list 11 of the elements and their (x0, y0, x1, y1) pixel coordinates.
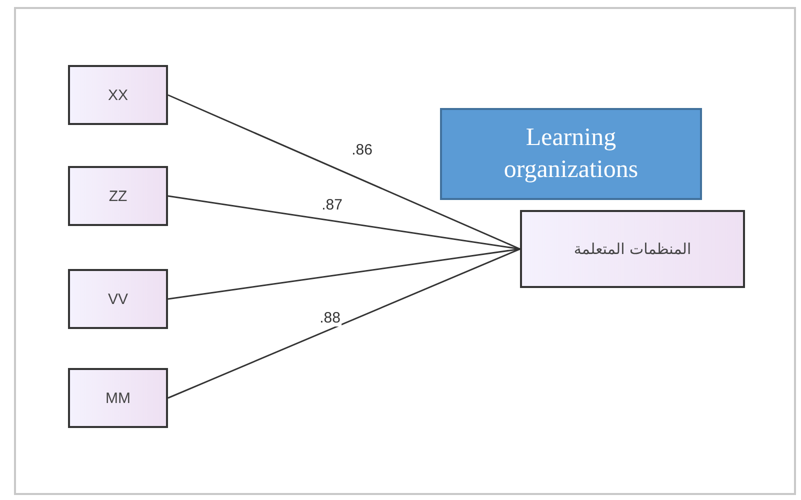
variable-box: XX (68, 65, 168, 125)
connector-line (168, 248, 520, 300)
variable-box: MM (68, 368, 168, 428)
variable-box: ZZ (68, 166, 168, 226)
edge-label: .88 (318, 310, 342, 326)
variable-box: VV (68, 269, 168, 329)
connector-line (168, 248, 520, 399)
connector-line (168, 195, 520, 250)
connector-line (168, 94, 520, 250)
overlay-box: Learning organizations (440, 108, 702, 200)
construct-box: المنظمات المتعلمة (520, 210, 745, 288)
